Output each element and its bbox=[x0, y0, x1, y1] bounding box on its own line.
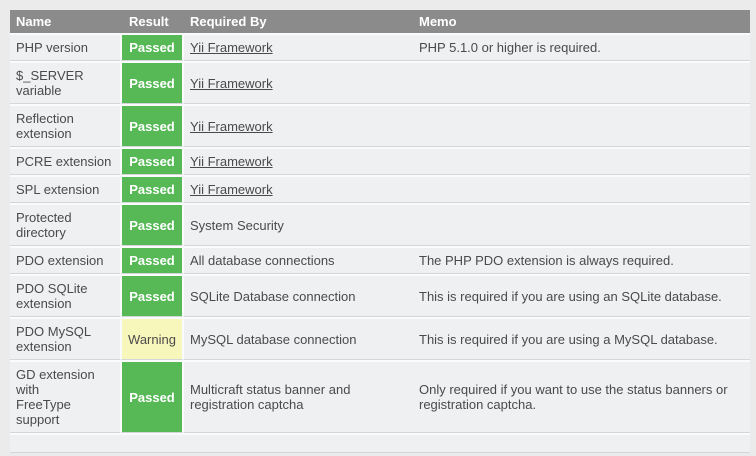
table-row: SPL extension Passed Yii Framework bbox=[10, 175, 750, 203]
memo-cell bbox=[413, 147, 750, 175]
requirement-name: PDO extension bbox=[10, 246, 120, 274]
memo-cell: This is required if you are using an SQL… bbox=[413, 274, 750, 317]
requirement-name: PDO SQLite extension bbox=[10, 274, 120, 317]
column-header-result: Result bbox=[120, 10, 184, 33]
required-by-text: MySQL database connection bbox=[190, 331, 357, 347]
required-by-cell: MySQL database connection bbox=[184, 317, 413, 360]
required-by-cell: Yii Framework bbox=[184, 33, 413, 61]
required-by-link[interactable]: Yii Framework bbox=[190, 75, 273, 91]
result-badge: Passed bbox=[120, 203, 184, 246]
table-row-partial bbox=[10, 433, 750, 453]
required-by-link[interactable]: Yii Framework bbox=[190, 182, 273, 197]
memo-cell bbox=[413, 104, 750, 147]
memo-cell bbox=[413, 203, 750, 246]
requirement-name: PHP version bbox=[10, 33, 120, 61]
required-by-cell: Yii Framework bbox=[184, 175, 413, 203]
memo-cell: Only required if you want to use the sta… bbox=[413, 360, 750, 433]
required-by-cell: System Security bbox=[184, 203, 413, 246]
result-badge: Passed bbox=[120, 360, 184, 433]
table-row: $_SERVER variable Passed Yii Framework bbox=[10, 61, 750, 104]
table-row: Reflection extension Passed Yii Framewor… bbox=[10, 104, 750, 147]
memo-cell bbox=[413, 61, 750, 104]
column-header-required-by: Required By bbox=[184, 10, 413, 33]
partial-row-cell bbox=[10, 433, 750, 453]
memo-cell: PHP 5.1.0 or higher is required. bbox=[413, 33, 750, 61]
required-by-link[interactable]: Yii Framework bbox=[190, 118, 273, 134]
requirement-name: PCRE extension bbox=[10, 147, 120, 175]
result-badge: Passed bbox=[120, 104, 184, 147]
result-badge: Passed bbox=[120, 33, 184, 61]
table-row: PHP version Passed Yii Framework PHP 5.1… bbox=[10, 33, 750, 61]
table-row: Protected directory Passed System Securi… bbox=[10, 203, 750, 246]
result-badge: Passed bbox=[120, 246, 184, 274]
requirement-name: SPL extension bbox=[10, 175, 120, 203]
table-row: PDO SQLite extension Passed SQLite Datab… bbox=[10, 274, 750, 317]
result-badge: Passed bbox=[120, 175, 184, 203]
result-badge: Warning bbox=[120, 317, 184, 360]
required-by-cell: SQLite Database connection bbox=[184, 274, 413, 317]
required-by-text: SQLite Database connection bbox=[190, 288, 356, 304]
requirement-name: Protected directory bbox=[10, 203, 120, 246]
required-by-text: All database connections bbox=[190, 253, 335, 268]
requirements-table: Name Result Required By Memo PHP version… bbox=[10, 10, 750, 453]
result-badge: Passed bbox=[120, 147, 184, 175]
required-by-link[interactable]: Yii Framework bbox=[190, 154, 273, 169]
column-header-memo: Memo bbox=[413, 10, 750, 33]
required-by-cell: Multicraft status banner and registratio… bbox=[184, 360, 413, 433]
table-header: Name Result Required By Memo bbox=[10, 10, 750, 33]
memo-cell: The PHP PDO extension is always required… bbox=[413, 246, 750, 274]
table-row: PDO MySQL extension Warning MySQL databa… bbox=[10, 317, 750, 360]
memo-cell: This is required if you are using a MySQ… bbox=[413, 317, 750, 360]
requirement-name: Reflection extension bbox=[10, 104, 120, 147]
table-header-row: Name Result Required By Memo bbox=[10, 10, 750, 33]
result-badge: Passed bbox=[120, 274, 184, 317]
memo-cell bbox=[413, 175, 750, 203]
requirement-name: GD extension with FreeType support bbox=[10, 360, 120, 433]
required-by-cell: All database connections bbox=[184, 246, 413, 274]
column-header-name: Name bbox=[10, 10, 120, 33]
required-by-link[interactable]: Yii Framework bbox=[190, 40, 273, 55]
result-badge: Passed bbox=[120, 61, 184, 104]
required-by-text: System Security bbox=[190, 217, 284, 233]
table-row: PDO extension Passed All database connec… bbox=[10, 246, 750, 274]
table-row: GD extension with FreeType support Passe… bbox=[10, 360, 750, 433]
required-by-text: Multicraft status banner and registratio… bbox=[190, 382, 351, 412]
table-row: PCRE extension Passed Yii Framework bbox=[10, 147, 750, 175]
required-by-cell: Yii Framework bbox=[184, 61, 413, 104]
requirement-name: $_SERVER variable bbox=[10, 61, 120, 104]
required-by-cell: Yii Framework bbox=[184, 147, 413, 175]
requirement-name: PDO MySQL extension bbox=[10, 317, 120, 360]
required-by-cell: Yii Framework bbox=[184, 104, 413, 147]
